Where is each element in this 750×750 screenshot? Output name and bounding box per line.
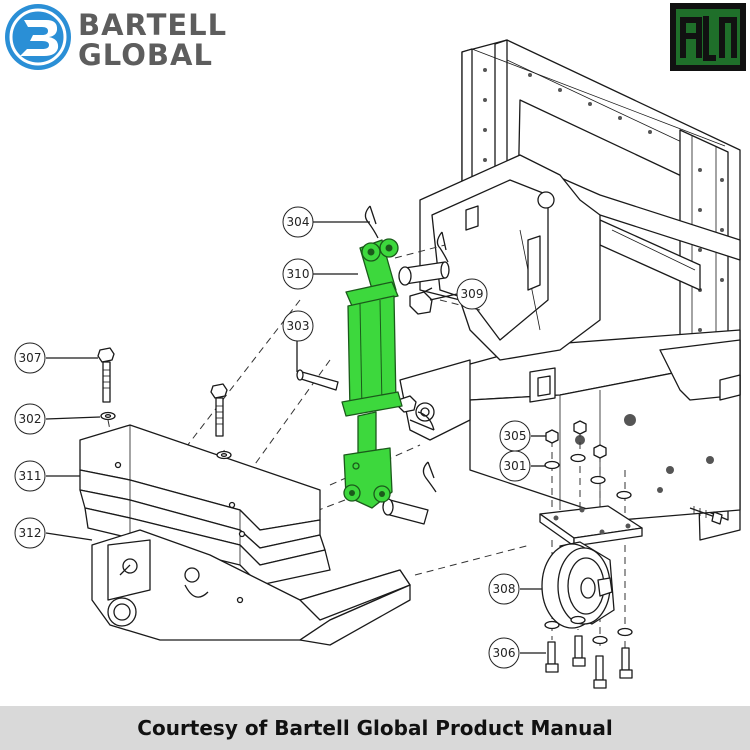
footer-caption: Courtesy of Bartell Global Product Manua… (137, 716, 613, 740)
hydraulic-fittings (397, 287, 433, 413)
callout-312: 312 (14, 517, 46, 549)
aln-logo-icon (670, 3, 746, 71)
callout-303: 303 (282, 310, 314, 342)
brand-name-line1: BARTELL (78, 8, 228, 42)
washers (100, 411, 232, 460)
callout-307: 307 (14, 342, 46, 374)
r-clips (364, 205, 449, 493)
callout-308: 308 (488, 573, 520, 605)
nuts-and-washers (544, 420, 633, 645)
callout-label-303: 303 (287, 319, 310, 333)
brand-name-line2: GLOBAL (78, 38, 213, 72)
mixer-frame (399, 39, 741, 541)
callout-label-307: 307 (19, 351, 42, 365)
callout-302: 302 (14, 403, 46, 435)
callout-label-301: 301 (504, 459, 527, 473)
callout-label-302: 302 (19, 412, 42, 426)
callout-311: 311 (14, 460, 46, 492)
callout-label-308: 308 (493, 582, 516, 596)
bartell-b-logo-icon (5, 4, 71, 70)
callout-label-311: 311 (19, 469, 42, 483)
callout-leaders (45, 221, 546, 654)
counterweight-stack (79, 424, 331, 586)
clevis-pins (296, 261, 450, 525)
callout-label-306: 306 (493, 646, 516, 660)
callout-label-310: 310 (287, 267, 310, 281)
callout-306: 306 (488, 637, 520, 669)
callout-309: 309 (456, 278, 488, 310)
swivel-caster (539, 505, 643, 629)
callout-label-309: 309 (461, 287, 484, 301)
callout-305: 305 (499, 420, 531, 452)
hitch-tongue (91, 529, 411, 646)
callout-label-312: 312 (19, 526, 42, 540)
caster-bolts (545, 635, 633, 689)
callout-304: 304 (282, 206, 314, 238)
hydraulic-cylinder (341, 238, 403, 509)
callout-label-304: 304 (287, 215, 310, 229)
callout-310: 310 (282, 258, 314, 290)
footer-caption-bar: Courtesy of Bartell Global Product Manua… (0, 706, 750, 750)
exploded-parts-diagram: 304 310 309 303 307 302 311 312 (5, 3, 746, 689)
hex-bolts (97, 347, 228, 437)
callout-label-305: 305 (504, 429, 527, 443)
callout-301: 301 (499, 450, 531, 482)
